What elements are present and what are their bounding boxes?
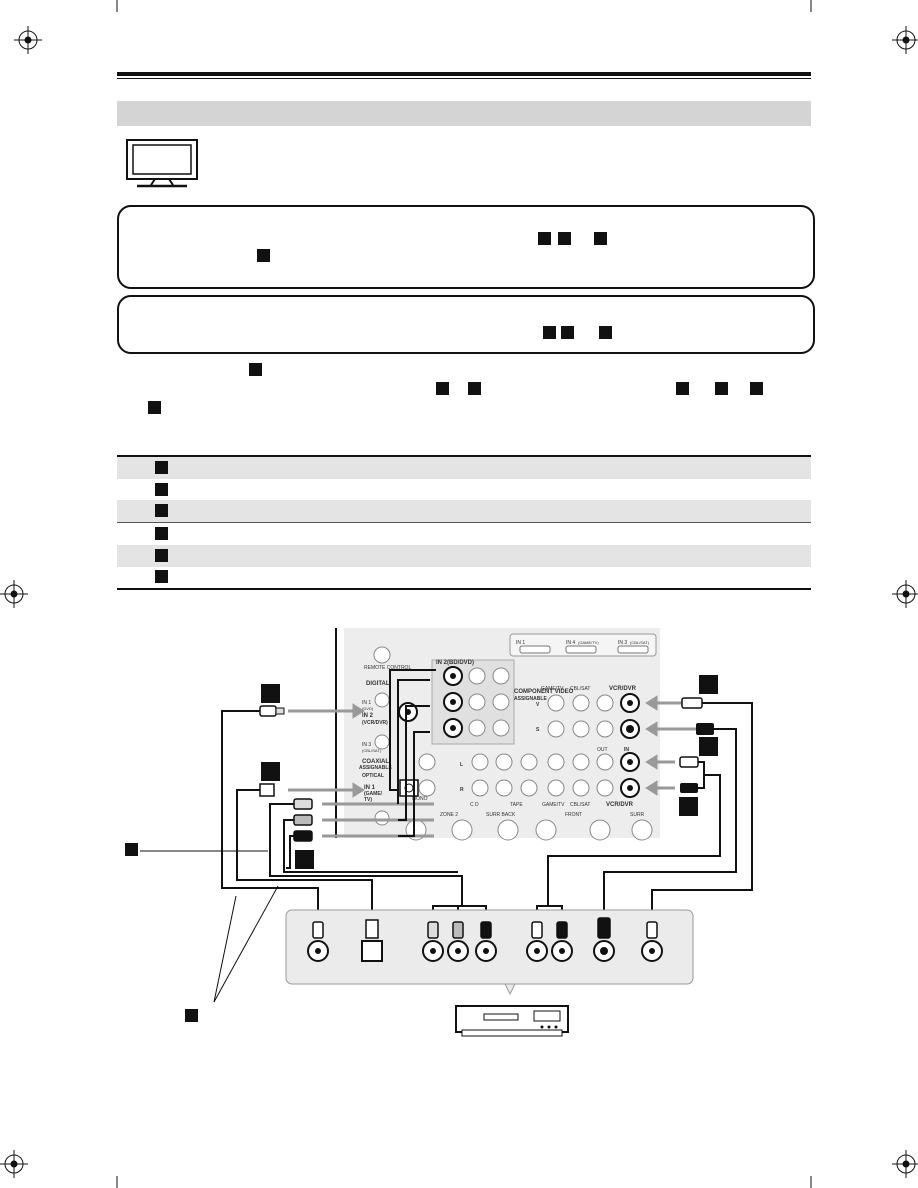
- label-component-video: COMPONENT VIDEO: [514, 689, 574, 695]
- ref-marker: [468, 382, 481, 395]
- label-in1-optical-sub1: (GAME/: [364, 791, 383, 797]
- label-vcr-dvr-top: VCR/DVR: [609, 686, 637, 692]
- ref-marker: [715, 382, 728, 395]
- label-game-tv-bottom: GAME/TV: [542, 802, 565, 808]
- ref-marker: [436, 382, 449, 395]
- label-remote-control: REMOTE CONTROL: [364, 665, 411, 671]
- ref-marker: [257, 249, 270, 262]
- label-r: R: [460, 787, 464, 793]
- label-in3-sub: (CBL/SAT): [362, 748, 382, 753]
- header-rule-thin: [117, 78, 811, 79]
- label-in1-sub: (DVD): [362, 706, 374, 711]
- label-in: IN: [624, 747, 629, 753]
- ref-tag-composite: [699, 675, 718, 694]
- receiver-rear-panel: REMOTE CONTROL DIGITAL IN 1 (DVD) IN 2 (…: [335, 628, 660, 841]
- ref-marker: [594, 232, 607, 245]
- ref-marker: [558, 232, 571, 245]
- label-cd: C D: [470, 802, 479, 808]
- table-bottom-rule: [117, 588, 811, 590]
- ref-marker: [155, 549, 168, 562]
- label-mono: MONO: [412, 796, 428, 802]
- ref-marker: [155, 483, 168, 496]
- label-game-tv: GAME/TV: [541, 686, 564, 692]
- device-connector-panel: [285, 909, 694, 996]
- ref-marker: [599, 326, 612, 339]
- label-in1-optical: IN 1: [364, 785, 376, 791]
- table-row: [117, 566, 811, 588]
- section-heading-bar: [117, 101, 811, 126]
- label-in2: IN 2: [362, 713, 374, 719]
- ref-marker: [249, 363, 262, 376]
- tv-icon: [126, 139, 198, 188]
- label-v: V: [536, 702, 540, 708]
- ref-tag-digital-coax: [261, 684, 280, 703]
- connection-diagram: REMOTE CONTROL DIGITAL IN 1 (DVD) IN 2 (…: [140, 628, 753, 1037]
- label-vcr-dvr-bottom: VCR/DVR: [606, 802, 634, 808]
- label-in3: IN 3: [362, 742, 371, 748]
- pointer-lines: [140, 850, 279, 1003]
- label-hdmi-in3: IN 3: [618, 640, 627, 646]
- label-in2-sub: (VCR/DVR): [362, 720, 388, 726]
- label-s: S: [536, 727, 540, 733]
- label-digital: DIGITAL: [366, 681, 390, 687]
- label-component-assignable: ASSIGNABLE: [514, 696, 547, 702]
- label-hdmi-in4-sub: (GAME/TV): [578, 640, 599, 645]
- label-cbl-sat-bottom: CBL/SAT: [570, 802, 590, 808]
- ref-tag-optical: [261, 762, 280, 781]
- table-divider: [117, 522, 811, 523]
- dvd-recorder-icon: [455, 1005, 569, 1037]
- label-coaxial: COAXIAL: [362, 759, 389, 765]
- label-in-bd-dvd: IN 2(BD/DVD): [436, 660, 474, 666]
- cable-plugs: [259, 697, 714, 842]
- label-l: L: [460, 762, 463, 768]
- ref-marker: [155, 461, 168, 474]
- header-rule-thick: [117, 72, 811, 76]
- table-row: [117, 545, 811, 567]
- ref-marker: [750, 382, 763, 395]
- table-row: [117, 500, 811, 522]
- table-top-rule: [117, 455, 811, 457]
- label-front: FRONT: [565, 812, 582, 818]
- table-row: [117, 523, 811, 545]
- table-row: [117, 457, 811, 479]
- label-zone2: ZONE 2: [440, 812, 458, 818]
- label-hdmi-in3-sub: (CBL/SAT): [630, 640, 650, 645]
- ref-tag-component: [295, 850, 314, 869]
- ref-marker: [125, 843, 138, 856]
- ref-marker: [561, 326, 574, 339]
- label-in1-optical-sub2: TV): [364, 797, 372, 803]
- label-hdmi-in4: IN 4: [566, 640, 575, 646]
- ref-tag-analog-audio: [679, 797, 698, 816]
- ref-marker: [155, 504, 168, 517]
- label-cbl-sat: CBL/SAT: [570, 686, 590, 692]
- label-surr: SURR: [630, 812, 645, 818]
- ref-marker: [155, 570, 168, 583]
- label-out: OUT: [597, 747, 608, 753]
- table-row: [117, 479, 811, 501]
- note-callout-2: [117, 295, 815, 354]
- ref-marker: [543, 326, 556, 339]
- note-callout-1: [117, 205, 815, 289]
- ref-tag-svideo: [699, 737, 718, 756]
- label-assignable: ASSIGNABLE: [359, 765, 392, 771]
- ref-marker: [155, 527, 168, 540]
- label-tape: TAPE: [510, 802, 523, 808]
- label-in1: IN 1: [362, 700, 371, 706]
- label-hdmi-in1: IN 1: [516, 640, 525, 646]
- ref-marker: [148, 401, 161, 414]
- label-optical: OPTICAL: [362, 773, 384, 779]
- ref-marker: [538, 232, 551, 245]
- ref-marker: [185, 1009, 198, 1022]
- label-surr-back: SURR BACK: [486, 812, 516, 818]
- ref-marker: [676, 382, 689, 395]
